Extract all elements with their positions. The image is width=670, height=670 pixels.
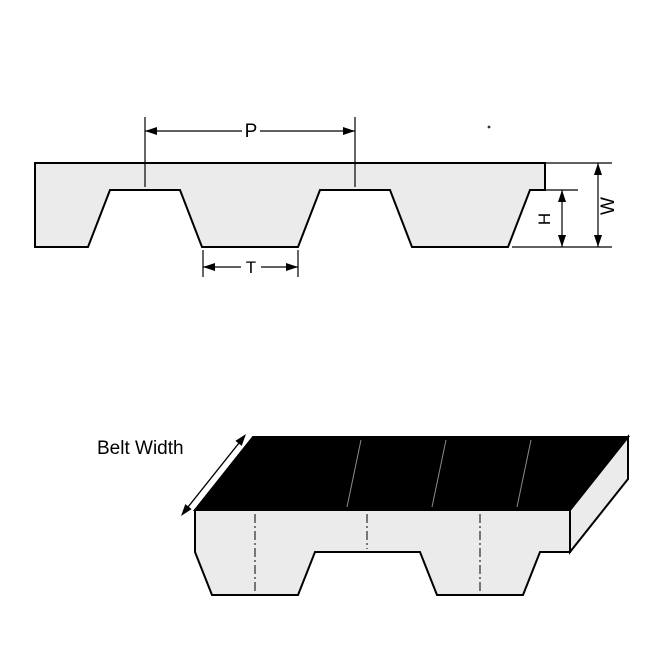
arrowhead-thickness-bottom bbox=[594, 235, 602, 247]
arrowhead-tooth-left bbox=[203, 263, 215, 271]
arrowhead-pitch-left bbox=[145, 127, 157, 135]
top-surface-line-3 bbox=[516, 439, 532, 508]
pitch-label: P bbox=[245, 121, 258, 142]
arrowhead-thickness-top bbox=[594, 163, 602, 175]
arrowhead-height-top bbox=[558, 190, 566, 202]
arrowhead-tooth-right bbox=[286, 263, 298, 271]
belt-width-label: Belt Width bbox=[97, 438, 184, 459]
arrowhead-height-bottom bbox=[558, 235, 566, 247]
belt-thickness-label: W bbox=[598, 197, 619, 215]
top-surface-line-1 bbox=[346, 439, 362, 508]
belt-front-face bbox=[194, 509, 571, 596]
isometric-view: Belt Width bbox=[97, 434, 631, 596]
tooth-height-label: H bbox=[535, 213, 554, 225]
dot-mark bbox=[487, 125, 491, 129]
belt-top-surface bbox=[192, 436, 631, 511]
arrowhead-belt-width-lower bbox=[181, 504, 192, 516]
profile-view: P T H W bbox=[34, 117, 619, 277]
arrowhead-pitch-right bbox=[343, 127, 355, 135]
belt-profile-outline bbox=[34, 162, 546, 248]
belt-width-arrow-line bbox=[187, 442, 240, 508]
arrowhead-belt-width-upper bbox=[235, 434, 246, 446]
tooth-width-label: T bbox=[246, 258, 256, 277]
top-surface-line-2 bbox=[431, 439, 447, 508]
